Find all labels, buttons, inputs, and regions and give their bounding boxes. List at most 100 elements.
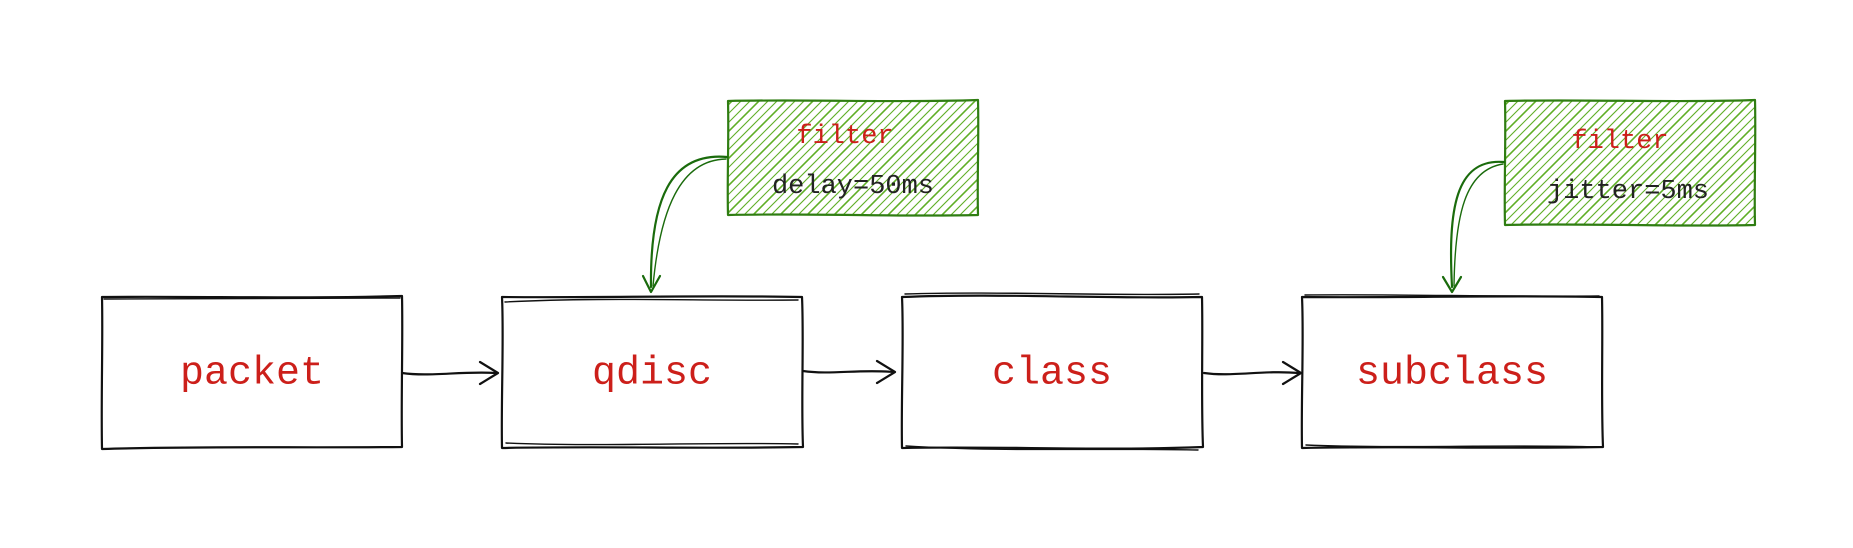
hatch-line — [832, 101, 950, 215]
hatch-line — [940, 177, 978, 215]
hatch-line — [1599, 101, 1727, 225]
hatch-line — [1505, 101, 1600, 196]
filter-connector-qdisc — [641, 155, 729, 294]
hatch-line — [1091, 97, 1213, 219]
hatch-line — [1545, 101, 1673, 225]
hatch-line — [1717, 187, 1755, 225]
hatch-line — [743, 101, 859, 215]
hatch-line — [1505, 101, 1528, 124]
hatch-line — [1505, 101, 1592, 188]
hatch-line — [1726, 196, 1755, 225]
hatch-line — [1831, 97, 1853, 229]
hatch-line — [878, 115, 978, 215]
hatch-line — [905, 142, 978, 215]
hatch-line — [1795, 97, 1853, 229]
node-subclass: subclass — [1300, 294, 1605, 450]
hatch-line — [728, 101, 823, 196]
hatch-line — [1518, 101, 1646, 225]
hatch-line — [1019, 97, 1141, 219]
hatch-line — [1582, 101, 1708, 225]
hatch-line — [967, 204, 978, 215]
hatch-line — [1082, 97, 1204, 219]
hatch-line — [950, 187, 978, 215]
hatch-line — [913, 150, 978, 215]
filter-value-qdisc: delay=50ms — [772, 172, 934, 202]
hatch-line — [1505, 101, 1555, 151]
node-label-subclass: subclass — [1356, 352, 1548, 397]
hatch-line — [859, 101, 977, 215]
hatch-line — [1636, 106, 1755, 225]
hatch-line — [728, 101, 761, 134]
hatch-line — [1505, 101, 1573, 169]
hatch-line — [728, 101, 815, 188]
hatch-line — [728, 101, 778, 151]
hatch-line — [728, 101, 751, 124]
hatch-line — [728, 101, 796, 169]
hatch-line — [1505, 101, 1619, 215]
hatch-line — [1505, 101, 1609, 205]
hatch-line — [1804, 97, 1853, 229]
hatch-line — [728, 101, 769, 142]
filter-title-subclass: filter — [1571, 127, 1668, 157]
hatch-line — [896, 133, 978, 215]
node-packet: packet — [100, 294, 404, 451]
hatch-line — [1786, 97, 1853, 229]
hatch-line — [761, 101, 877, 215]
filter-connector-subclass — [1441, 160, 1506, 294]
node-class: class — [900, 292, 1205, 451]
hatch-line — [1028, 97, 1150, 219]
hatch-line — [1572, 101, 1700, 225]
hatch-line — [728, 101, 842, 215]
node-label-packet: packet — [180, 352, 324, 397]
hatch-line — [1663, 133, 1755, 225]
hatch-line — [1645, 115, 1755, 225]
hatch-line — [1073, 97, 1195, 219]
hatch-line — [728, 101, 832, 205]
hatch-line — [1555, 101, 1681, 225]
hatch-line — [728, 101, 734, 107]
hatch-line — [1734, 204, 1755, 225]
hatch-line — [886, 123, 978, 215]
hatch-line — [932, 169, 978, 215]
filter-box-subclass: filter jitter=5ms — [1503, 97, 1853, 229]
hatch-line — [1564, 101, 1690, 225]
node-label-class: class — [992, 352, 1112, 397]
hatch-line — [728, 101, 805, 178]
hatch-line — [788, 101, 904, 215]
hatch-line — [1626, 101, 1754, 225]
hatch-line — [1680, 150, 1755, 225]
hatch-line — [1813, 97, 1853, 229]
hatch-line — [1609, 101, 1735, 225]
hatch-line — [1672, 142, 1755, 225]
hatch-line — [815, 101, 931, 215]
edge-class-to-subclass — [1202, 360, 1303, 386]
edge-qdisc-to-class — [801, 359, 897, 385]
hatch-line — [1753, 223, 1755, 225]
edge-packet-to-qdisc — [400, 360, 500, 386]
hatch-line — [1505, 101, 1582, 178]
hatch-line — [1822, 97, 1853, 229]
node-label-qdisc: qdisc — [592, 352, 712, 397]
filter-hatch-subclass — [1505, 97, 1853, 229]
hatch-line — [1759, 97, 1853, 229]
hatch-line — [734, 101, 850, 215]
hatch-line — [1768, 97, 1853, 229]
hatch-line — [1591, 101, 1717, 225]
hatch-line — [778, 101, 896, 215]
hatch-line — [1510, 101, 1636, 225]
hatch-line — [983, 97, 1105, 219]
filter-box-qdisc: filter delay=50ms — [726, 97, 1213, 219]
hatch-line — [1849, 97, 1853, 229]
hatch-line — [1777, 97, 1853, 229]
hatch-line — [1505, 101, 1627, 223]
hatch-line — [1046, 97, 1168, 219]
hatch-line — [959, 196, 978, 215]
hatch-line — [770, 101, 886, 215]
hatch-line — [977, 214, 978, 215]
hatch-line — [797, 101, 913, 215]
hatch-line — [1707, 177, 1755, 225]
hatch-line — [1690, 160, 1755, 225]
hatch-line — [923, 160, 978, 215]
hatch-line — [1505, 101, 1546, 142]
